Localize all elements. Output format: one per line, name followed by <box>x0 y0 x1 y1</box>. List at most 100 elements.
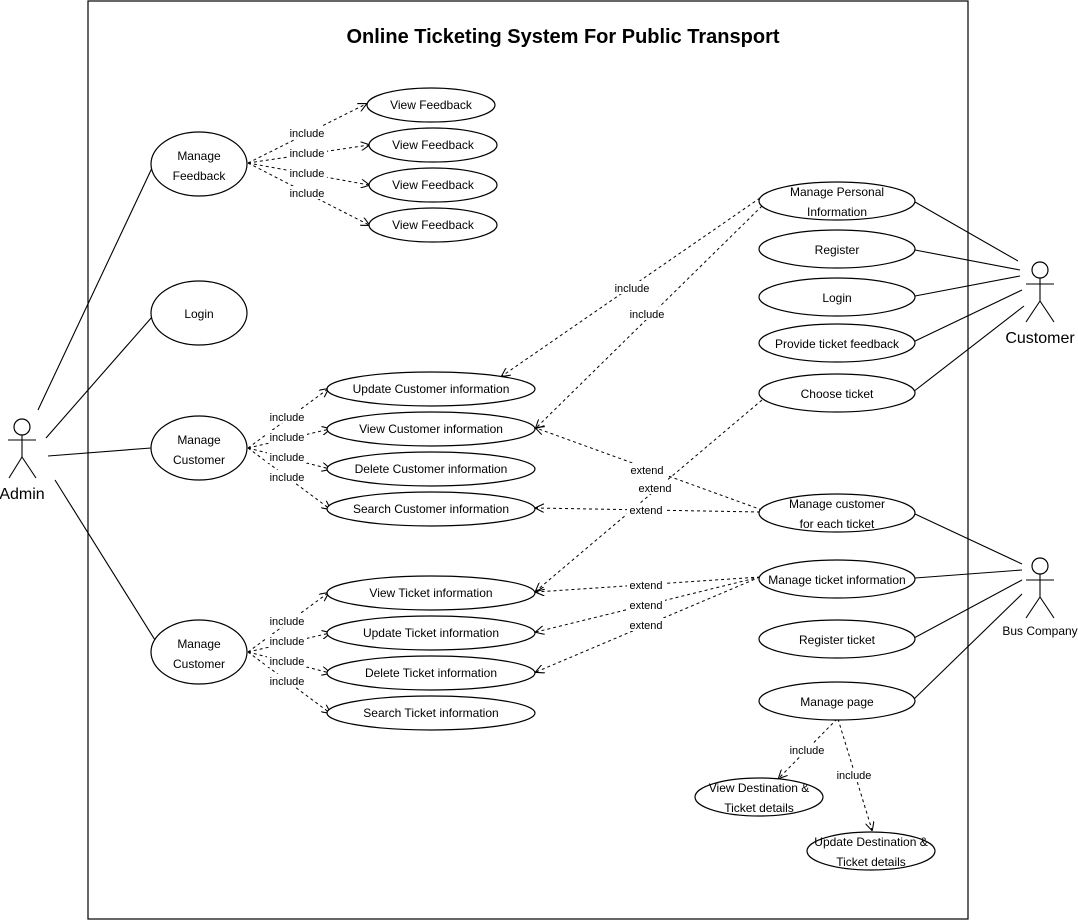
use-case-search-customer-info: Search Customer information <box>326 491 536 527</box>
use-case-view-ticket-info: View Ticket information <box>326 575 536 611</box>
svg-text:include: include <box>270 636 305 648</box>
svg-text:Manage Personal: Manage Personal <box>790 185 884 199</box>
svg-text:include: include <box>290 168 325 180</box>
svg-text:Update Customer information: Update Customer information <box>353 382 510 396</box>
ticket-include-labels: include include include include <box>267 614 307 688</box>
svg-text:Feedback: Feedback <box>173 169 227 183</box>
svg-text:include: include <box>270 452 305 464</box>
svg-text:Manage: Manage <box>177 149 221 163</box>
svg-text:View Feedback: View Feedback <box>390 98 473 112</box>
svg-text:View Feedback: View Feedback <box>392 138 475 152</box>
extend-labels: extend extend extend extend extend exten… <box>627 463 674 632</box>
use-case-view-feedback-2: View Feedback <box>368 127 498 163</box>
use-case-customer-login: Login <box>758 277 916 317</box>
svg-text:Delete Customer information: Delete Customer information <box>355 462 508 476</box>
personal-info-include-edges: include include <box>502 197 763 428</box>
svg-text:Ticket details: Ticket details <box>724 801 794 815</box>
svg-text:Information: Information <box>807 205 867 219</box>
svg-text:Update Destination &: Update Destination & <box>814 835 927 849</box>
use-case-delete-customer-info: Delete Customer information <box>326 451 536 487</box>
svg-text:Delete Ticket information: Delete Ticket information <box>365 666 497 680</box>
svg-text:Manage ticket information: Manage ticket information <box>768 573 905 587</box>
use-case-manage-feedback: Manage Feedback <box>150 131 248 197</box>
use-case-manage-ticket-info: Manage ticket information <box>758 559 916 599</box>
svg-text:Customer: Customer <box>173 453 225 467</box>
svg-text:Login: Login <box>822 291 851 305</box>
use-case-register-ticket: Register ticket <box>758 619 916 659</box>
system-boundary <box>87 0 969 920</box>
use-case-view-feedback-3: View Feedback <box>368 167 498 203</box>
svg-text:Ticket details: Ticket details <box>836 855 906 869</box>
use-case-manage-page: Manage page <box>758 681 916 721</box>
svg-text:View Ticket information: View Ticket information <box>369 586 492 600</box>
ticket-include-edges <box>247 593 330 713</box>
svg-text:View Customer information: View Customer information <box>359 422 503 436</box>
use-case-manage-customer-each-ticket: Manage customer for each ticket <box>758 493 916 533</box>
use-case-view-destination: View Destination & Ticket details <box>694 777 824 817</box>
svg-text:include: include <box>270 432 305 444</box>
svg-text:Login: Login <box>184 307 213 321</box>
actor-customer: Customer <box>1005 261 1075 347</box>
svg-text:Manage page: Manage page <box>800 695 874 709</box>
svg-text:include: include <box>290 188 325 200</box>
svg-text:extend: extend <box>629 620 662 632</box>
use-case-search-ticket-info: Search Ticket information <box>326 695 536 731</box>
manage-page-include-edges: include include <box>779 718 874 830</box>
admin-associations <box>37 167 156 641</box>
svg-text:extend: extend <box>629 580 662 592</box>
use-case-update-ticket-info: Update Ticket information <box>326 615 536 651</box>
svg-text:include: include <box>270 676 305 688</box>
svg-text:Manage customer: Manage customer <box>789 497 885 511</box>
use-case-admin-login: Login <box>150 280 248 346</box>
bus-company-associations <box>912 513 1023 701</box>
svg-text:View Feedback: View Feedback <box>392 218 475 232</box>
svg-text:extend: extend <box>629 600 662 612</box>
svg-text:Choose ticket: Choose ticket <box>801 387 874 401</box>
svg-text:Register: Register <box>815 243 860 257</box>
use-case-provide-ticket-feedback: Provide ticket feedback <box>758 323 916 363</box>
use-case-delete-ticket-info: Delete Ticket information <box>326 655 536 691</box>
svg-text:Manage: Manage <box>177 637 221 651</box>
svg-text:extend: extend <box>629 505 662 517</box>
svg-text:Customer: Customer <box>173 657 225 671</box>
svg-text:View Destination &: View Destination & <box>709 781 810 795</box>
customer-include-labels: include include include include <box>267 410 307 484</box>
svg-text:Manage: Manage <box>177 433 221 447</box>
use-case-update-customer-info: Update Customer information <box>326 371 536 407</box>
feedback-include-labels: include include include include <box>287 126 327 200</box>
svg-text:include: include <box>270 616 305 628</box>
actor-admin-label: Admin <box>0 486 45 503</box>
svg-text:Register ticket: Register ticket <box>799 633 876 647</box>
svg-text:View Feedback: View Feedback <box>392 178 475 192</box>
svg-text:include: include <box>270 472 305 484</box>
svg-text:include: include <box>790 745 825 757</box>
actor-bus-company: Bus Company <box>1002 557 1078 638</box>
diagram-title: Online Ticketing System For Public Trans… <box>346 26 779 48</box>
svg-text:include: include <box>630 309 665 321</box>
use-case-register: Register <box>758 229 916 269</box>
customer-include-edges <box>247 389 330 509</box>
svg-text:Update Ticket information: Update Ticket information <box>363 626 499 640</box>
use-case-view-customer-info: View Customer information <box>326 411 536 447</box>
use-case-view-feedback-1: View Feedback <box>366 87 496 123</box>
svg-text:extend: extend <box>638 483 671 495</box>
customer-associations <box>912 201 1025 393</box>
use-case-manage-customer-2: Manage Customer <box>150 619 248 685</box>
use-case-view-feedback-4: View Feedback <box>368 207 498 243</box>
svg-text:Provide ticket feedback: Provide ticket feedback <box>775 337 900 351</box>
svg-text:include: include <box>837 770 872 782</box>
actor-admin: Admin <box>0 418 45 503</box>
svg-text:include: include <box>290 148 325 160</box>
svg-text:for each ticket: for each ticket <box>800 517 875 531</box>
feedback-include-edges <box>247 104 369 225</box>
use-case-choose-ticket: Choose ticket <box>758 373 916 413</box>
use-case-manage-personal-info: Manage Personal Information <box>758 181 916 221</box>
use-case-manage-customer-1: Manage Customer <box>150 415 248 481</box>
use-case-update-destination: Update Destination & Ticket details <box>806 831 936 871</box>
svg-text:Search Ticket information: Search Ticket information <box>363 706 498 720</box>
svg-text:Search Customer information: Search Customer information <box>353 502 509 516</box>
actor-customer-label: Customer <box>1005 330 1075 347</box>
svg-text:include: include <box>270 656 305 668</box>
actor-bus-company-label: Bus Company <box>1002 624 1077 638</box>
